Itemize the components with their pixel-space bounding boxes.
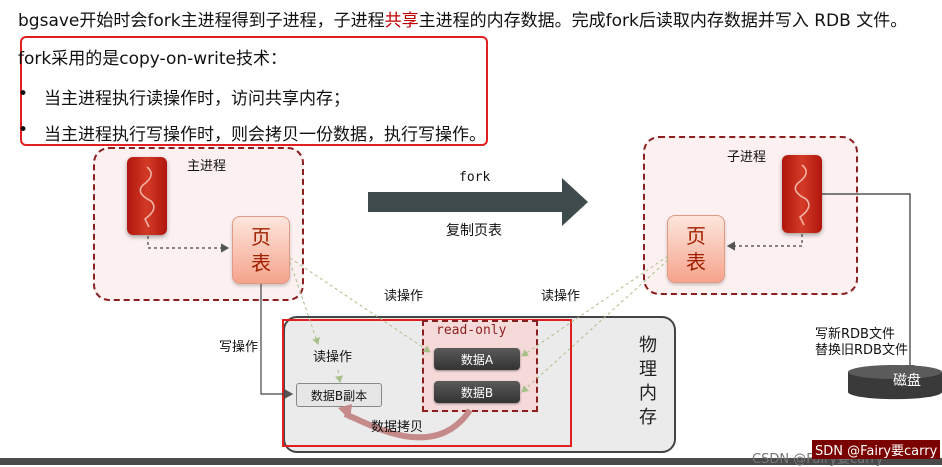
- child-process-to-page-table: [726, 234, 803, 251]
- read-op-right-label: 读操作: [541, 289, 581, 304]
- page-table-char-1: 页: [686, 224, 706, 248]
- process-squiggle-icon: [139, 166, 155, 228]
- bullet-1-dot: •: [18, 84, 29, 104]
- data-a-block: 数据A: [434, 348, 520, 370]
- intro-highlight: 共享: [384, 11, 419, 31]
- read-op-inner-label: 读操作: [313, 350, 353, 365]
- write-op-label: 写操作: [219, 340, 259, 355]
- physical-memory-char-1: 物: [639, 335, 657, 356]
- main-read-line-copy: [289, 261, 320, 345]
- physical-memory-label: 物 理 内 存: [632, 334, 664, 430]
- disk-top: [848, 365, 942, 379]
- copy-page-table-label: 复制页表: [446, 223, 502, 239]
- read-to-copy-line: [335, 369, 343, 383]
- intro-part2: 主进程的内存数据。完成fork后读取内存数据并写入 RDB 文件。: [418, 11, 908, 31]
- fork-title: fork采用的是copy-on-write技术：: [18, 49, 288, 69]
- main-page-table: 页 表: [232, 216, 290, 284]
- child-process-label: 子进程: [727, 150, 767, 165]
- cow-highlight-box: [20, 36, 488, 146]
- child-page-table: 页 表: [667, 215, 725, 283]
- bullet-1: 当主进程执行读操作时，访问共享内存；: [44, 89, 350, 109]
- disk-label: 磁盘: [893, 373, 921, 389]
- bottom-bar: [0, 458, 942, 465]
- data-b-copy-block: 数据B副本: [296, 383, 382, 407]
- child-read-line-a: [521, 255, 669, 357]
- page-table-char-2: 表: [251, 251, 271, 275]
- main-read-line-a: [289, 257, 431, 353]
- fork-arrow: [368, 178, 588, 226]
- bullet-2-dot: •: [18, 120, 29, 140]
- child-read-line-b: [521, 259, 669, 393]
- main-process-to-page-table: [147, 236, 230, 253]
- page-table-char-1: 页: [251, 225, 271, 249]
- write-new-rdb-label: 写新RDB文件: [815, 327, 895, 342]
- data-copy-arrow-head: [338, 404, 352, 420]
- read-only-label: read-only: [436, 323, 507, 338]
- write-line: [260, 284, 294, 399]
- physical-memory-char-4: 存: [639, 407, 657, 428]
- intro-text: bgsave开始时会fork主进程得到子进程，子进程共享主进程的内存数据。完成f…: [18, 6, 907, 31]
- intro-part1: bgsave开始时会fork主进程得到子进程，子进程: [18, 11, 385, 31]
- bullet-2: 当主进程执行写操作时，则会拷贝一份数据，执行写操作。: [44, 125, 486, 145]
- watermark-badge: SDN @Fairy要carry: [812, 440, 941, 459]
- fork-label: fork: [459, 170, 491, 185]
- replace-old-rdb-label: 替换旧RDB文件: [815, 343, 908, 358]
- main-process-label: 主进程: [187, 159, 227, 174]
- page-table-char-2: 表: [686, 250, 706, 274]
- child-process-icon: [782, 155, 822, 233]
- physical-memory-char-2: 理: [639, 359, 657, 380]
- read-op-left-label: 读操作: [384, 289, 424, 304]
- data-copy-label: 数据拷贝: [371, 420, 424, 435]
- data-copy-arrow: [343, 408, 473, 441]
- data-b-block: 数据B: [434, 381, 520, 403]
- disk-body: [848, 372, 942, 400]
- process-squiggle-icon: [794, 164, 810, 226]
- physical-memory-char-3: 内: [639, 383, 657, 404]
- child-to-disk-line: [822, 193, 915, 374]
- main-process-icon: [127, 157, 167, 235]
